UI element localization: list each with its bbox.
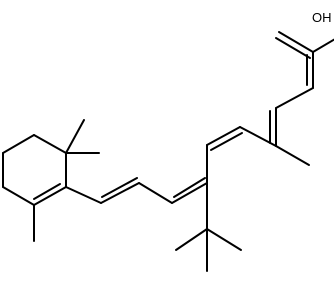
chain-double-bond — [101, 177, 138, 198]
chain-double-bond — [210, 132, 243, 151]
chain-bond — [171, 182, 208, 204]
ring-bond — [2, 134, 35, 154]
methyl-bond — [65, 119, 85, 154]
tert-butyl-bond — [206, 228, 242, 251]
chain-bond — [312, 38, 334, 53]
carboxyl-bond — [278, 31, 314, 53]
ring-bond — [33, 186, 67, 206]
chain-bond — [138, 182, 173, 204]
methyl-bond — [275, 145, 310, 166]
chain-bond — [100, 182, 140, 204]
tert-butyl-bond — [175, 228, 208, 251]
chain-double-bond — [173, 177, 206, 198]
chain-bond — [65, 186, 102, 204]
atom-label-oh: OH — [312, 10, 332, 25]
ring-bond — [33, 134, 67, 154]
chain-bond — [275, 87, 314, 109]
chain-bond — [206, 126, 241, 146]
ring-double-bond — [33, 183, 61, 200]
ring-bond — [2, 186, 35, 206]
carboxyl-double-bond — [275, 37, 311, 59]
